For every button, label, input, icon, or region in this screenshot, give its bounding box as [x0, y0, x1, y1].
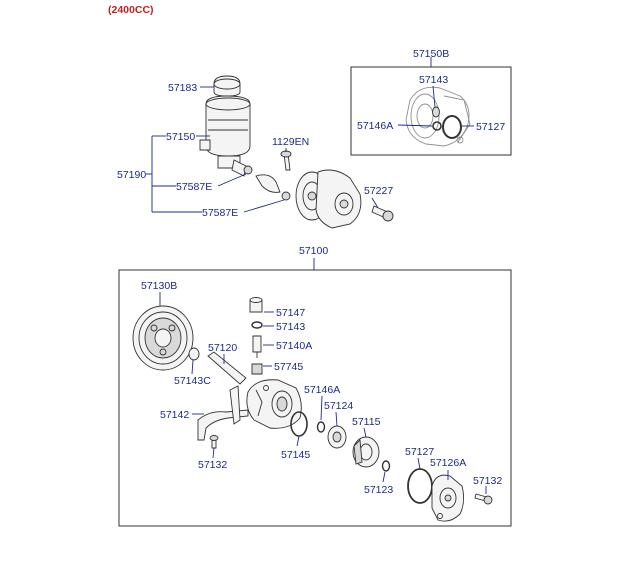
label-57147: 57147 [276, 307, 305, 319]
o-ring-mid [432, 121, 442, 131]
label-57146A: 57146A [304, 384, 340, 396]
label-57183: 57183 [168, 82, 197, 94]
label-57150B: 57150B [413, 48, 449, 60]
label-57145: 57145 [281, 449, 310, 461]
seal-57143C [188, 347, 200, 361]
leader [296, 435, 300, 447]
pump-ghost-drawing [405, 86, 471, 147]
label-57127: 57127 [405, 446, 434, 458]
leader [417, 457, 421, 470]
label-57227: 57227 [364, 185, 393, 197]
label-57143-top: 57143 [419, 74, 448, 86]
label-57140A: 57140A [276, 340, 312, 352]
variant-title: (2400CC) [108, 4, 154, 16]
hose-segment [255, 174, 281, 193]
label-57115: 57115 [352, 416, 381, 428]
hose-clamp-b [281, 191, 291, 201]
label-57143: 57143 [276, 321, 305, 333]
label-57127-top: 57127 [476, 121, 505, 133]
leader [212, 447, 215, 459]
hose-clamp-a [243, 165, 253, 175]
label-57587E-a: 57587E [176, 181, 212, 193]
label-57120: 57120 [208, 342, 237, 354]
leader [432, 85, 436, 108]
reservoir-drawing [199, 75, 291, 201]
label-57123: 57123 [364, 484, 393, 496]
leader [217, 173, 247, 187]
leader [371, 197, 379, 209]
label-57124: 57124 [324, 400, 353, 412]
label-57150: 57150 [166, 131, 195, 143]
label-57146A-top: 57146A [357, 120, 393, 132]
o-ring-57146A [316, 421, 326, 433]
label-57100: 57100 [299, 245, 328, 257]
label-57142: 57142 [160, 409, 189, 421]
o-ring-57123 [381, 460, 391, 472]
leader [363, 427, 367, 438]
label-57126A: 57126A [430, 457, 466, 469]
label-57143C: 57143C [174, 375, 211, 387]
leader [397, 124, 433, 127]
pump-assembly-box: 57150B 57143 57146A 57127 [350, 48, 512, 156]
o-ring-small [432, 106, 440, 118]
pulley-drawing [132, 305, 194, 371]
pump-drawing-top [280, 150, 394, 229]
gasket-ring [442, 115, 462, 139]
bracket-plate [229, 385, 241, 425]
shaft-57120 [207, 351, 247, 385]
connector-stack [249, 297, 263, 375]
leader [243, 199, 285, 213]
leader [335, 411, 338, 427]
leader [191, 359, 194, 375]
cam-ring-57115 [352, 436, 380, 468]
label-57587E-b: 57587E [202, 207, 238, 219]
leader [320, 395, 323, 421]
label-57130B: 57130B [141, 280, 177, 292]
label-1129EN: 1129EN [272, 136, 309, 148]
leader [382, 471, 386, 483]
rear-cover-57126A [431, 474, 465, 522]
label-57190: 57190 [117, 169, 146, 181]
label-57132-a: 57132 [198, 459, 227, 471]
reservoir-body [205, 95, 251, 157]
pump-body-drawing [246, 379, 302, 429]
rotor-57124 [327, 425, 347, 449]
gasket-57127 [407, 468, 433, 504]
pump-parts-frame [118, 269, 512, 527]
label-57745: 57745 [274, 361, 303, 373]
pipe-57142 [197, 409, 249, 441]
label-57132-b: 57132 [473, 475, 502, 487]
